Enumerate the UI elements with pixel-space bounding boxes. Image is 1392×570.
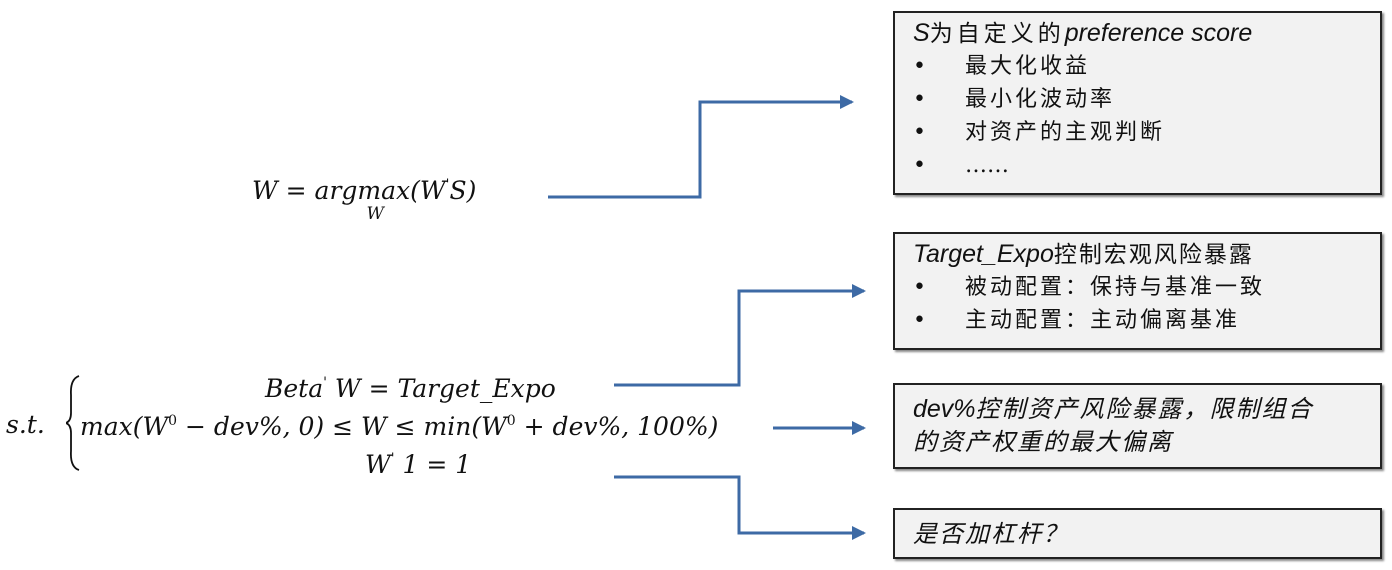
constraint-bounds: max(W0 − dev%, 0) ≤ W ≤ min(W0 + dev%, 1… (80, 412, 718, 441)
sum-rhs: 1 = 1 (394, 450, 472, 479)
bullet-icon: • (913, 275, 926, 300)
objective-arg-close: S) (449, 176, 477, 205)
arrow-beta-to-target-expo (614, 284, 866, 387)
target-expo-box: Target_Expo控制宏观风险暴露 • 被动配置：保持与基准一致 • 主动配置：… (893, 232, 1382, 350)
beta-rhs: W = Target_Expo (326, 374, 556, 403)
bullet-icon: • (913, 120, 926, 145)
preference-title-var: S (913, 19, 930, 47)
preference-title-cjk: 为自定义的 (929, 21, 1065, 47)
objective-formula: W = argmax W (W'S) (252, 176, 477, 224)
dev-title-var: dev% (913, 395, 976, 423)
preference-bullet: • 最小化波动率 (913, 83, 1362, 116)
preference-title-en: preference score (1064, 19, 1253, 47)
bullet-icon: • (913, 308, 926, 333)
objective-subscript: W (366, 204, 385, 224)
target-expo-title-cjk: 控制宏观风险暴露 (1053, 242, 1254, 268)
target-expo-bullet-text: 被动配置：保持与基准一致 (965, 275, 1266, 300)
bullet-icon: • (913, 153, 926, 178)
constraint-sum: W' 1 = 1 (365, 450, 471, 479)
preference-bullet-text: 对资产的主观判断 (965, 120, 1166, 145)
target-expo-bullet: • 主动配置：主动偏离基准 (913, 304, 1362, 337)
bullet-icon: • (913, 54, 926, 79)
preference-score-box: S为自定义的preference score • 最大化收益 • 最小化波动率 • 对… (893, 11, 1382, 195)
objective-prime: ' (445, 177, 450, 193)
bounds-part-c: + dev%, 100%) (515, 412, 719, 441)
objective-arg-open: (W (410, 176, 446, 205)
bounds-sup-1: 0 (168, 413, 178, 429)
dev-line-1-text: 控制资产风险暴露，限制组合 (975, 395, 1314, 423)
bullet-icon: • (913, 87, 926, 112)
sum-prime: ' (390, 451, 395, 467)
beta-symbol: Beta (265, 374, 324, 403)
bounds-sup-2: 0 (506, 413, 516, 429)
bounds-part-b: − dev%, 0) ≤ W ≤ min(W (177, 412, 507, 441)
preference-bullet-text: …… (965, 153, 1009, 178)
target-expo-bullet-text: 主动配置：主动偏离基准 (965, 308, 1241, 333)
left-brace-icon (66, 375, 80, 471)
dev-line-2: 的资产权重的最大偏离 (913, 428, 1173, 456)
preference-bullet-text: 最大化收益 (965, 54, 1091, 79)
preference-bullet: • …… (913, 149, 1362, 182)
target-expo-bullet: • 被动配置：保持与基准一致 (913, 271, 1362, 304)
sum-w: W (365, 450, 391, 479)
objective-lhs: W = (252, 176, 307, 205)
arrow-objective-to-preference (548, 95, 854, 199)
objective-argmax: argmax (314, 176, 411, 205)
arrow-sum-to-leverage (614, 475, 866, 540)
leverage-box: 是否加杠杆？ (893, 508, 1382, 559)
preference-bullet: • 最大化收益 (913, 50, 1362, 83)
bounds-part-a: max(W (80, 412, 169, 441)
preference-bullet: • 对资产的主观判断 (913, 116, 1362, 149)
target-expo-title: Target_Expo控制宏观风险暴露 (913, 238, 1362, 271)
dev-box: dev%控制资产风险暴露，限制组合 的资产权重的最大偏离 (893, 383, 1382, 469)
dev-line-1: dev%控制资产风险暴露，限制组合 (913, 393, 1362, 426)
st-label: s.t. (6, 410, 45, 439)
leverage-text: 是否加杠杆？ (913, 520, 1069, 548)
beta-prime: ' (323, 375, 327, 391)
constraint-beta: Beta' W = Target_Expo (265, 374, 556, 403)
preference-title: S为自定义的preference score (913, 17, 1362, 50)
target-expo-title-var: Target_Expo (913, 240, 1054, 268)
preference-bullet-text: 最小化波动率 (965, 87, 1116, 112)
